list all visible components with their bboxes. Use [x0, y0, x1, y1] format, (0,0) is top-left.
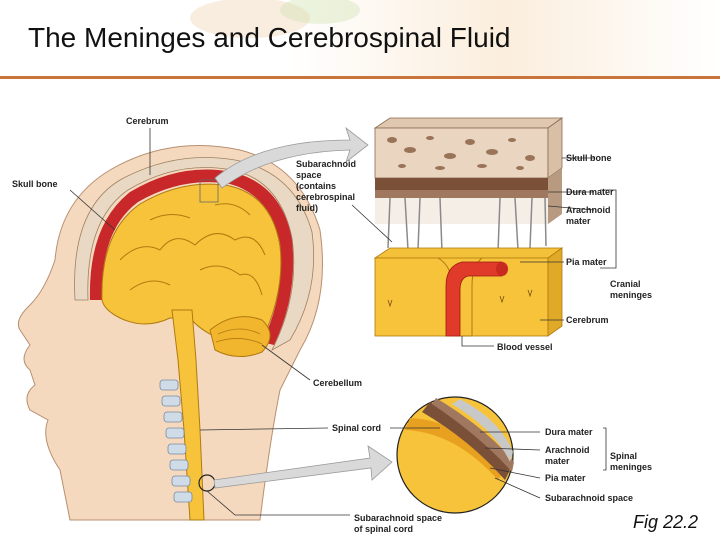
- label-subarachnoid-3: (contains: [296, 181, 336, 191]
- label-skull-bone-inset: Skull bone: [566, 153, 612, 163]
- spinal-zoom-arrow: [213, 445, 393, 489]
- label-subarachnoid-5: fluid): [296, 203, 318, 213]
- label-spinal-meninges-2: meninges: [610, 462, 652, 472]
- label-arachnoid-spinal-1: Arachnoid: [545, 445, 590, 455]
- label-cranial-meninges-1: Cranial: [610, 279, 641, 289]
- label-arachnoid-inset-1: Arachnoid: [566, 205, 611, 215]
- page-title: The Meninges and Cerebrospinal Fluid: [28, 22, 511, 53]
- brain-gyri: [119, 203, 266, 296]
- cranial-zoom-marker: [199, 179, 219, 203]
- label-arachnoid-inset-2: mater: [566, 216, 591, 226]
- title-divider: [0, 76, 720, 79]
- label-spinal-cord: Spinal cord: [332, 423, 381, 433]
- label-pia-mater-inset: Pia mater: [566, 257, 607, 267]
- cranial-zoom-arrow: [214, 126, 369, 189]
- leader-lines: [69, 128, 617, 516]
- spinal-inset: [396, 396, 514, 514]
- cranial-inset: [373, 117, 564, 337]
- cerebellum: [209, 316, 271, 357]
- label-subarachnoid-cord-2: of spinal cord: [354, 524, 413, 534]
- label-subarachnoid-1: Subarachnoid: [296, 159, 356, 169]
- spinal-cord: [171, 309, 205, 521]
- label-subarachnoid-cord-1: Subarachnoid space: [354, 513, 442, 523]
- label-subarachnoid-spinal: Subarachnoid space: [545, 493, 633, 503]
- skull-bone-band: [74, 157, 315, 351]
- label-cranial-meninges-2: meninges: [610, 290, 652, 300]
- label-dura-mater-spinal: Dura mater: [545, 427, 593, 437]
- meninges-diagram: Cerebrum Skull bone Subarachnoid space (…: [12, 116, 652, 534]
- label-subarachnoid-4: cerebrospinal: [296, 192, 355, 202]
- label-spinal-meninges-1: Spinal: [610, 451, 637, 461]
- label-arachnoid-spinal-2: mater: [545, 456, 570, 466]
- label-cerebrum-top: Cerebrum: [126, 116, 169, 126]
- label-cerebellum: Cerebellum: [313, 378, 362, 388]
- label-skull-bone-left: Skull bone: [12, 179, 58, 189]
- label-cerebrum-inset: Cerebrum: [566, 315, 609, 325]
- header-decoration: [0, 0, 720, 76]
- label-subarachnoid-2: space: [296, 170, 322, 180]
- label-pia-mater-spinal: Pia mater: [545, 473, 586, 483]
- brain: [101, 183, 282, 345]
- vertebrae: [159, 379, 193, 503]
- figure-caption: Fig 22.2: [632, 512, 698, 532]
- label-dura-mater-inset: Dura mater: [566, 187, 614, 197]
- label-blood-vessel: Blood vessel: [497, 342, 553, 352]
- dura-lining: [89, 169, 294, 345]
